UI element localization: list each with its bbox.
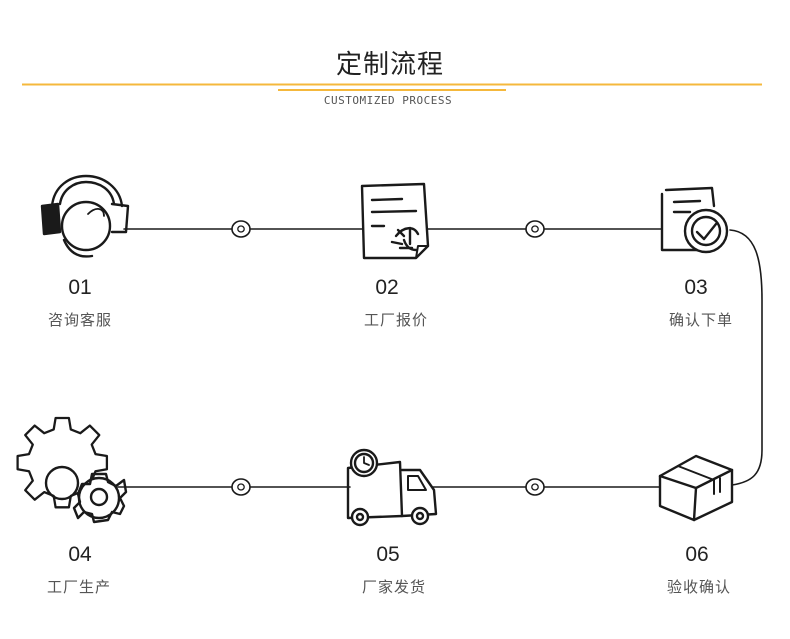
step-label-04: 工厂生产 bbox=[46, 578, 111, 596]
step-number-04: 04 bbox=[68, 543, 92, 566]
step-number-01: 01 bbox=[68, 276, 92, 299]
node-marker-d bbox=[525, 478, 545, 496]
page-title: 定制流程 bbox=[335, 50, 444, 80]
page-subtitle: CUSTOMIZED PROCESS bbox=[323, 94, 453, 107]
step-number-03: 03 bbox=[684, 276, 708, 299]
node-marker-b bbox=[525, 220, 545, 238]
step-label-01: 咨询客服 bbox=[47, 311, 112, 329]
step-label-06: 验收确认 bbox=[666, 578, 731, 596]
step-label-05: 厂家发货 bbox=[361, 578, 426, 596]
step-number-05: 05 bbox=[376, 543, 400, 566]
step-label-02: 工厂报价 bbox=[363, 311, 428, 329]
step-number-02: 02 bbox=[375, 276, 399, 299]
node-marker-a bbox=[231, 220, 251, 238]
node-marker-c bbox=[231, 478, 251, 496]
connector-03-06 bbox=[729, 229, 763, 486]
step-label-03: 确认下单 bbox=[668, 311, 733, 329]
step-number-06: 06 bbox=[685, 543, 709, 566]
